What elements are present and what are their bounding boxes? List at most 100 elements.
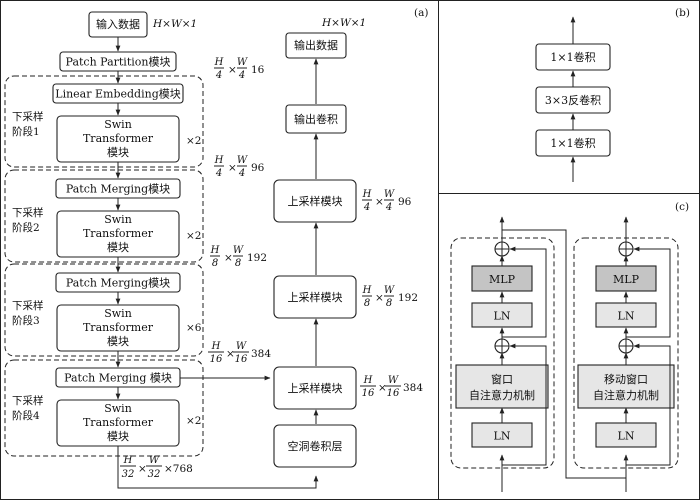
svg-text:×: × xyxy=(228,162,237,174)
svg-text:16: 16 xyxy=(235,354,248,365)
svg-text:4: 4 xyxy=(215,70,222,81)
svg-text:模块: 模块 xyxy=(107,335,129,348)
deconv3x3-label: 3×3反卷积 xyxy=(545,93,601,107)
svg-text:192: 192 xyxy=(247,252,267,264)
svg-text:Transformer: Transformer xyxy=(83,227,154,240)
patch-merging-label-2: Patch Merging模块 xyxy=(66,277,170,290)
output-data-box xyxy=(285,32,347,59)
svg-text:96: 96 xyxy=(251,162,265,174)
ln-label-1: LN xyxy=(494,430,511,443)
svg-text:Transformer: Transformer xyxy=(83,132,154,145)
svg-text:×: × xyxy=(228,64,237,76)
conv1x1-bottom-label: 1×1卷积 xyxy=(550,136,595,150)
stage-2-repeat: ×2 xyxy=(186,230,201,242)
svg-text:8: 8 xyxy=(235,258,241,269)
svg-text:8: 8 xyxy=(364,298,370,309)
svg-text:16: 16 xyxy=(362,388,375,399)
svg-text:384: 384 xyxy=(251,348,271,360)
input-data-label: 输入数据 xyxy=(96,17,140,31)
input-dim-label: H×W×1 xyxy=(152,18,197,30)
svg-text:W: W xyxy=(388,375,399,386)
svg-text:×: × xyxy=(375,196,384,208)
svg-text:×768: ×768 xyxy=(164,463,193,475)
svg-text:H: H xyxy=(123,455,133,466)
downsample-stage-4 xyxy=(4,359,204,457)
conv1x1-top-label: 1×1卷积 xyxy=(550,50,595,64)
svg-text:32: 32 xyxy=(122,469,135,480)
output-conv-label: 输出卷积 xyxy=(294,112,338,126)
svg-text:H: H xyxy=(211,341,221,352)
stage-3-label-1: 下采样 xyxy=(12,299,44,312)
stage-2-label-2: 阶段2 xyxy=(12,221,40,234)
svg-text:H: H xyxy=(363,375,373,386)
panel-b-label: (b) xyxy=(675,7,690,19)
patch-partition-label: Patch Partition模块 xyxy=(66,56,171,69)
ln-label-3: LN xyxy=(618,430,635,443)
shifted-attn-label-1: 移动窗口 xyxy=(604,372,648,386)
linear-embedding-label: Linear Embedding模块 xyxy=(55,88,180,101)
svg-text:192: 192 xyxy=(398,292,418,304)
svg-text:模块: 模块 xyxy=(107,146,129,159)
ln-label-2: LN xyxy=(494,310,511,323)
svg-text:×: × xyxy=(224,252,233,264)
svg-text:4: 4 xyxy=(215,168,222,179)
svg-text:×: × xyxy=(226,348,235,360)
upsample-block-3 xyxy=(273,366,357,410)
svg-text:16: 16 xyxy=(251,64,265,76)
svg-text:Transformer: Transformer xyxy=(83,416,154,429)
window-attn-box xyxy=(455,364,549,409)
svg-text:W: W xyxy=(149,455,160,466)
dim-label-7: H 8 × W 8 192 xyxy=(362,285,418,309)
mlp-label-1: MLP xyxy=(489,273,516,286)
window-attn-label-1: 窗口 xyxy=(491,372,513,386)
svg-text:Swin: Swin xyxy=(104,402,132,415)
svg-text:W: W xyxy=(237,155,248,166)
upsample-block-1 xyxy=(273,179,357,223)
svg-text:H: H xyxy=(362,285,372,296)
svg-text:4: 4 xyxy=(238,70,245,81)
panel-c-label: (c) xyxy=(675,201,689,213)
svg-text:8: 8 xyxy=(386,298,392,309)
dim-label-2: H 4 × W 4 96 xyxy=(214,155,265,179)
svg-text:4: 4 xyxy=(385,202,392,213)
stage-3-label-2: 阶段3 xyxy=(12,314,40,327)
svg-text:H: H xyxy=(214,155,224,166)
downsample-stage-2 xyxy=(4,169,204,263)
mlp-box-2 xyxy=(595,265,657,292)
dim-label-5: H 32 × W 32 ×768 xyxy=(120,455,193,480)
svg-text:模块: 模块 xyxy=(107,430,129,443)
svg-text:W: W xyxy=(384,285,395,296)
svg-text:32: 32 xyxy=(148,469,161,480)
svg-text:16: 16 xyxy=(210,354,223,365)
ln-label-4: LN xyxy=(618,310,635,323)
stage-4-repeat: ×2 xyxy=(186,415,201,427)
svg-text:Swin: Swin xyxy=(104,307,132,320)
window-attn-label-2: 自注意力机制 xyxy=(469,388,535,402)
svg-text:8: 8 xyxy=(212,258,218,269)
dim-label-3: H 8 × W 8 192 xyxy=(210,245,267,269)
panel-a-label: (a) xyxy=(414,7,428,19)
svg-text:96: 96 xyxy=(398,196,412,208)
dim-label-8: H 16 × W 16 384 xyxy=(360,375,423,399)
mlp-label-2: MLP xyxy=(613,273,640,286)
upsample-label-1: 上采样模块 xyxy=(288,194,343,208)
output-data-label: 输出数据 xyxy=(294,38,338,52)
downsample-stage-1 xyxy=(4,75,204,168)
svg-text:H: H xyxy=(362,189,372,200)
downsample-stage-3 xyxy=(4,263,204,357)
patch-merging-label-3: Patch Merging 模块 xyxy=(64,372,172,385)
output-dim-label: H×W×1 xyxy=(321,17,366,29)
svg-text:384: 384 xyxy=(403,382,423,394)
svg-text:16: 16 xyxy=(387,388,400,399)
svg-text:W: W xyxy=(237,57,248,68)
output-conv-box xyxy=(285,104,347,134)
dim-label-1: H 4 × W 4 16 xyxy=(214,57,265,81)
svg-text:Swin: Swin xyxy=(104,213,132,226)
stage-1-label-2: 阶段1 xyxy=(12,125,40,138)
svg-text:Swin: Swin xyxy=(104,118,132,131)
dim-label-4: H 16 × W 16 384 xyxy=(208,341,271,365)
shifted-attn-label-2: 自注意力机制 xyxy=(593,388,659,402)
stage-4-label-2: 阶段4 xyxy=(12,409,40,422)
ln-box-4 xyxy=(595,302,657,328)
